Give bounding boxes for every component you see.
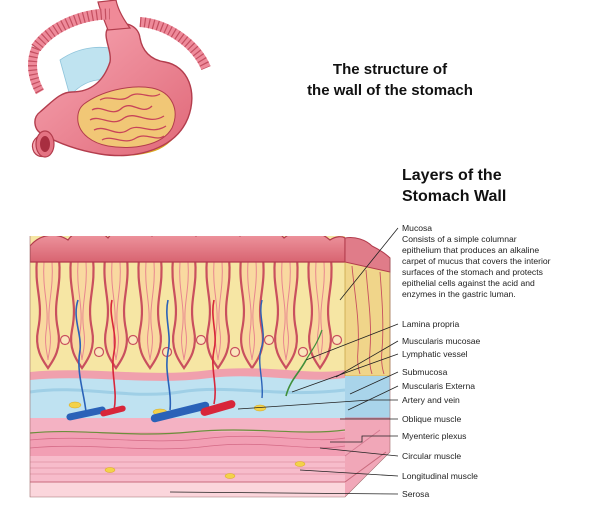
gastric-gland [69,257,95,370]
gastric-pit [247,261,257,361]
label-myenteric-plexus: Myenteric plexus [402,431,467,441]
gland-cross-section [59,334,71,346]
gastric-gland [35,257,61,370]
longitudinal-muscle-zone [30,456,345,482]
label-lymphatic-vessel: Lymphatic vessel [402,349,468,359]
stomach-illustration [28,0,211,158]
leader-submucosa [349,371,399,395]
leader-lymphatic-vessel [291,353,399,393]
gastric-pit [111,261,121,361]
label-muscularis-externa: Muscularis Externa [402,381,476,391]
gland-cross-section [331,334,343,346]
leader-lines [169,227,399,495]
block-side-face [344,237,391,497]
label-muscularis-mucosae: Muscularis mucosae [402,336,481,346]
main-title-line2: the wall of the stomach [307,82,473,99]
leader-muscularis-mucosae [335,340,399,378]
gastric-gland [137,257,163,370]
section-subtitle-line1: Layers of the [402,167,502,184]
esophagus [97,0,132,31]
gastric-pit [43,261,53,361]
gastric-pit [145,261,155,361]
leader-myenteric-plexus [330,435,398,443]
submucosa-vessels [66,299,323,423]
leader-longitudinal-muscle [299,469,399,477]
gland-cross-section [229,346,241,358]
label-lamina-propria: Lamina propria [402,319,460,329]
leader-circular-muscle [319,447,399,457]
label-mucosa: Mucosa [402,223,433,233]
label-artery-and-vein: Artery and vein [402,395,460,405]
leader-serosa [169,491,399,495]
gastric-rugae [89,93,167,142]
gastric-gland [103,257,129,370]
section-subtitle: Layers of the Stomach Wall [402,165,506,207]
label-submucosa: Submucosa [402,367,448,377]
leader-lamina-propria [305,323,399,361]
gastric-gland [205,257,231,370]
gland-cross-section [297,346,309,358]
gastric-pit [179,261,189,361]
gland-cross-section [93,346,105,358]
greater-curvature-ribbon [31,8,111,52]
leader-mucosa [339,227,399,301]
gastric-gland [307,257,333,370]
leader-artery-and-vein [237,399,398,410]
myenteric-plexus-nerve [30,429,345,435]
gland-cross-section [127,334,139,346]
gastric-pit [281,261,291,361]
gastric-glands [30,257,345,381]
leader-muscularis-externa [347,385,399,411]
gland-cross-section [263,334,275,346]
gastric-gland [171,257,197,370]
gastric-pit [315,261,325,361]
gland-cross-section [195,334,207,346]
circular-muscle-zone [30,432,345,456]
gastric-pit [77,261,87,361]
label-oblique-muscle: Oblique muscle [402,414,462,424]
gastric-pit [213,261,223,361]
label-serosa: Serosa [402,489,430,499]
muscularis-mucosae-band [30,368,345,381]
wall-cross-section [29,236,391,498]
serosa-zone [30,482,345,497]
label-circular-muscle: Circular muscle [402,451,462,461]
label-mucosa-description: Consists of a simple columnar epithelium… [402,234,551,299]
gastric-gland [273,257,299,370]
main-title-line1: The structure of [332,61,448,78]
section-subtitle-line2: Stomach Wall [402,188,507,205]
gastric-gland [239,257,265,370]
oblique-muscle-zone [30,418,345,432]
mucosa-surface [30,236,345,263]
label-longitudinal-muscle: Longitudinal muscle [402,471,478,481]
main-title: The structure of the wall of the stomach [280,59,500,101]
